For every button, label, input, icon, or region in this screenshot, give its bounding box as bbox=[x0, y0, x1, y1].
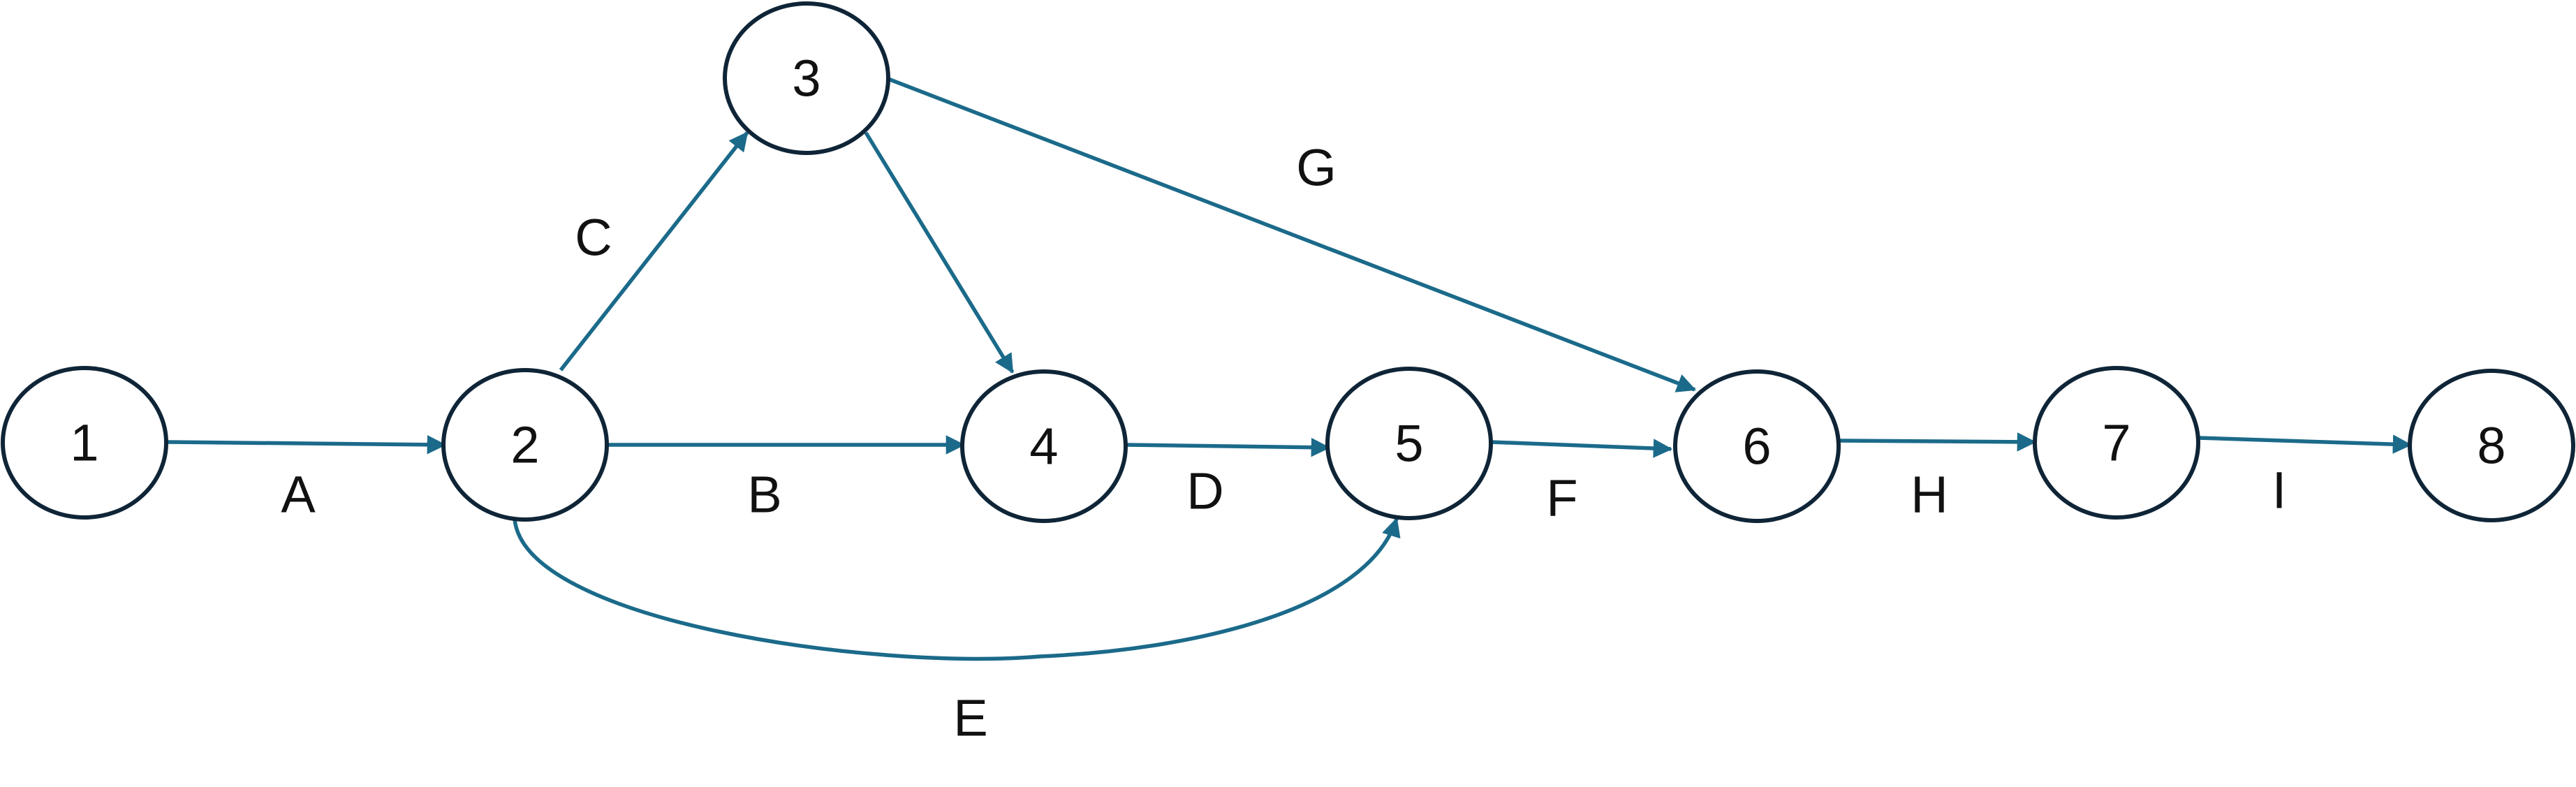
node-3-circle bbox=[723, 1, 890, 155]
edge-labels: A B C D E F G H I bbox=[281, 139, 2286, 747]
edge-f-arrow bbox=[1490, 439, 1673, 458]
node-8-circle bbox=[2408, 369, 2575, 522]
node-1-label: 1 bbox=[70, 414, 98, 472]
edge-h-arrow bbox=[1839, 432, 2037, 452]
node-8-label: 8 bbox=[2477, 417, 2505, 475]
node-7-circle bbox=[2033, 366, 2200, 520]
edge-c-label: C bbox=[575, 209, 612, 267]
edge-f-label: F bbox=[1546, 469, 1577, 527]
edge-e-arrow bbox=[513, 517, 1401, 661]
node-2-label: 2 bbox=[510, 416, 539, 474]
edge-b-label: B bbox=[747, 466, 781, 524]
node-4-circle bbox=[960, 369, 1128, 523]
edge-i-label: I bbox=[2272, 462, 2287, 520]
edge-i-arrow bbox=[2198, 434, 2413, 454]
node-7-label: 7 bbox=[2102, 414, 2130, 472]
node-5-circle bbox=[1325, 367, 1493, 520]
node-8: 8 bbox=[2408, 369, 2575, 522]
node-3-label: 3 bbox=[792, 50, 820, 108]
edge-g-label: G bbox=[1296, 139, 1337, 197]
node-5: 5 bbox=[1325, 367, 1493, 520]
edge-c-arrow bbox=[559, 131, 749, 372]
node-6: 6 bbox=[1673, 369, 1841, 523]
edge-g-arrow bbox=[888, 77, 1697, 392]
edges bbox=[165, 77, 2413, 661]
node-3: 3 bbox=[723, 1, 890, 155]
edge-a-label: A bbox=[281, 466, 316, 524]
node-7: 7 bbox=[2033, 366, 2200, 520]
node-2: 2 bbox=[441, 368, 609, 522]
edge-d-arrow bbox=[1125, 437, 1331, 457]
edge-h-label: H bbox=[1911, 466, 1948, 524]
node-2-circle bbox=[441, 368, 609, 522]
node-1-circle bbox=[1, 366, 168, 520]
node-4-label: 4 bbox=[1029, 418, 1058, 476]
edge-d-label: D bbox=[1186, 462, 1223, 520]
node-6-label: 6 bbox=[1742, 418, 1771, 476]
nodes: 1 2 3 4 5 6 7 8 bbox=[1, 1, 2575, 523]
edge-e-label: E bbox=[953, 689, 987, 747]
edge-3-4-arrow bbox=[864, 131, 1015, 374]
edge-a-arrow bbox=[165, 434, 447, 455]
node-5-label: 5 bbox=[1394, 415, 1423, 473]
node-4: 4 bbox=[960, 369, 1128, 523]
node-1: 1 bbox=[1, 366, 168, 520]
node-6-circle bbox=[1673, 369, 1841, 523]
